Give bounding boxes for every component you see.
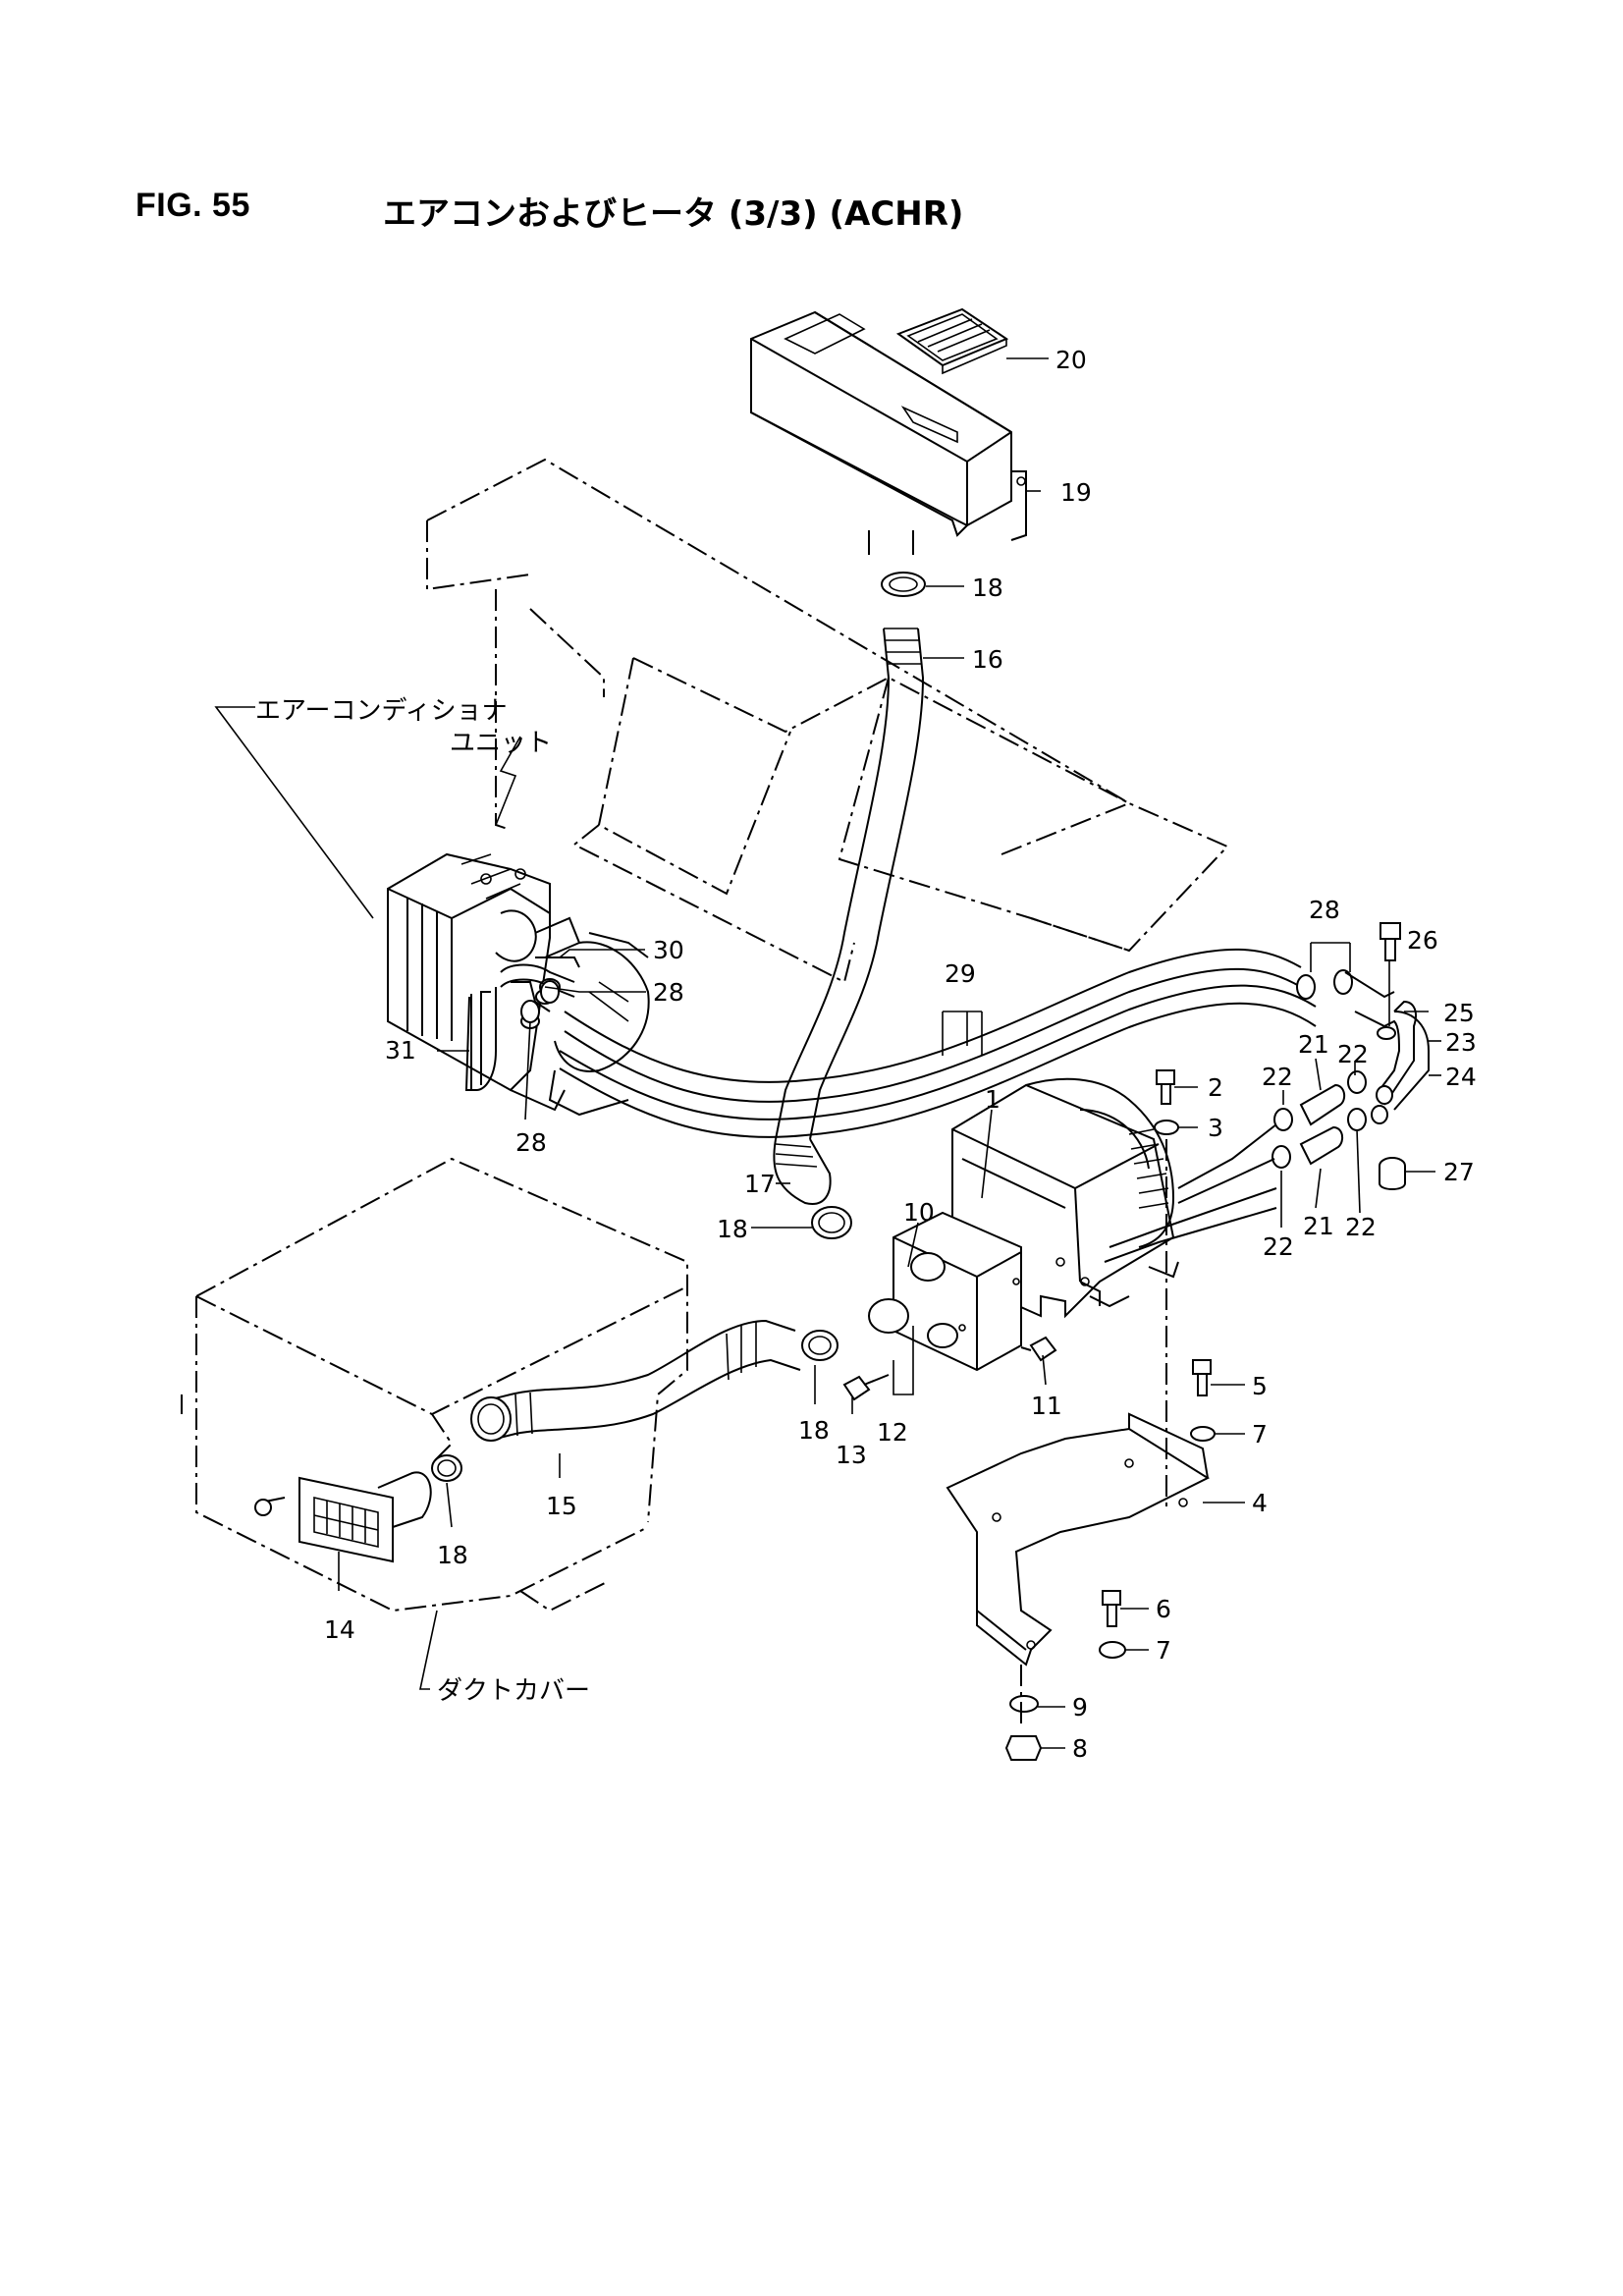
washer-7-upper [1190,1426,1216,1442]
callout-17: 17 [744,1170,776,1198]
ring-18-mid [811,1206,852,1239]
callout-18-mid: 18 [717,1215,748,1243]
pipe-to-heater [1177,1123,1277,1204]
callout-19: 19 [1060,478,1092,507]
callout-26: 26 [1407,926,1438,955]
callout-21-lower: 21 [1303,1212,1334,1240]
callout-9: 9 [1072,1693,1088,1722]
duct-cover-phantom [181,1157,688,1613]
callout-12: 12 [877,1418,908,1447]
callout-13: 13 [836,1441,867,1469]
callout-5: 5 [1252,1372,1268,1400]
callout-1: 1 [985,1085,1001,1114]
refrigerant-pipes-29 [559,948,1317,1138]
callout-4: 4 [1252,1489,1268,1517]
callout-21-upper: 21 [1298,1030,1329,1059]
grille-20 [895,307,1009,375]
callout-7-lower: 7 [1156,1636,1171,1665]
callout-11: 11 [1031,1392,1062,1420]
duct-cover-label: ダクトカバー [437,1676,590,1706]
callout-22-upper-right: 22 [1337,1040,1369,1068]
callout-25: 25 [1443,999,1475,1027]
callout-numbers: 20 19 18 16 17 18 1 10 2 3 5 7 4 6 7 9 8… [324,346,1477,1763]
callout-3: 3 [1208,1114,1223,1142]
pipes-23-24 [1344,971,1430,1124]
washer-7-lower [1099,1641,1126,1659]
flex-duct-15 [470,1319,801,1442]
callout-29: 29 [945,959,976,988]
ring-18-left [431,1454,462,1482]
callout-7-upper: 7 [1252,1420,1268,1449]
callout-28-right: 28 [1309,896,1340,924]
leader-lines [214,357,1441,1749]
callout-24: 24 [1445,1063,1477,1091]
clamps-22 [1271,1070,1367,1169]
vent-grille-14 [254,1471,432,1563]
callout-18-top: 18 [972,574,1003,602]
fitting-26 [1380,922,1401,961]
bolt-5 [1192,1359,1212,1396]
callout-18-left: 18 [437,1541,468,1569]
callout-22-lower-right: 22 [1345,1213,1377,1241]
figure-title: エアコンおよびヒータ (3/3) (ACHR) [383,194,964,234]
callout-22-upper-left: 22 [1262,1063,1293,1091]
bolt-2 [1156,1069,1175,1105]
duct-box-10 [868,1211,1022,1372]
callout-30: 30 [653,936,684,964]
callout-18-lower: 18 [798,1416,830,1445]
bolt-6 [1102,1590,1121,1627]
upper-air-duct [750,310,1027,541]
flexible-duct-16-17 [773,628,925,1205]
ring-18-lower [801,1330,839,1361]
nut-8 [1004,1735,1043,1761]
upper-cover-phantom [426,458,1229,984]
callout-6: 6 [1156,1595,1171,1623]
callout-27: 27 [1443,1158,1475,1186]
callout-23: 23 [1445,1028,1477,1057]
screw-11 [1020,1336,1057,1362]
callout-14: 14 [324,1615,355,1644]
clamps-28-right [1296,969,1353,1000]
callout-2: 2 [1208,1073,1223,1102]
callout-20: 20 [1055,346,1087,374]
duct-neck [868,530,926,597]
washer-9 [1009,1695,1039,1713]
callout-28-left: 28 [653,978,684,1007]
callout-16: 16 [972,645,1003,674]
washer-3 [1154,1120,1179,1135]
callout-28-lower: 28 [515,1128,547,1157]
callout-15: 15 [546,1492,577,1520]
air-conditioner-unit-label-line1: エアーコンディショナ [255,696,508,726]
air-conditioner-unit-label-line2: ユニット [450,729,552,758]
pipe-31 [470,992,482,1090]
callout-8: 8 [1072,1734,1088,1763]
callout-10: 10 [903,1198,935,1227]
air-conditioner-unit [387,852,650,1117]
hoses-21 [1299,1083,1346,1166]
callout-31: 31 [385,1036,416,1065]
bracket-plate-4 [946,1412,1211,1667]
screw-13 [842,1374,890,1401]
callout-22-lower-left: 22 [1263,1232,1294,1261]
cap-27 [1379,1157,1406,1190]
figure-number: FIG. 55 [135,187,250,224]
